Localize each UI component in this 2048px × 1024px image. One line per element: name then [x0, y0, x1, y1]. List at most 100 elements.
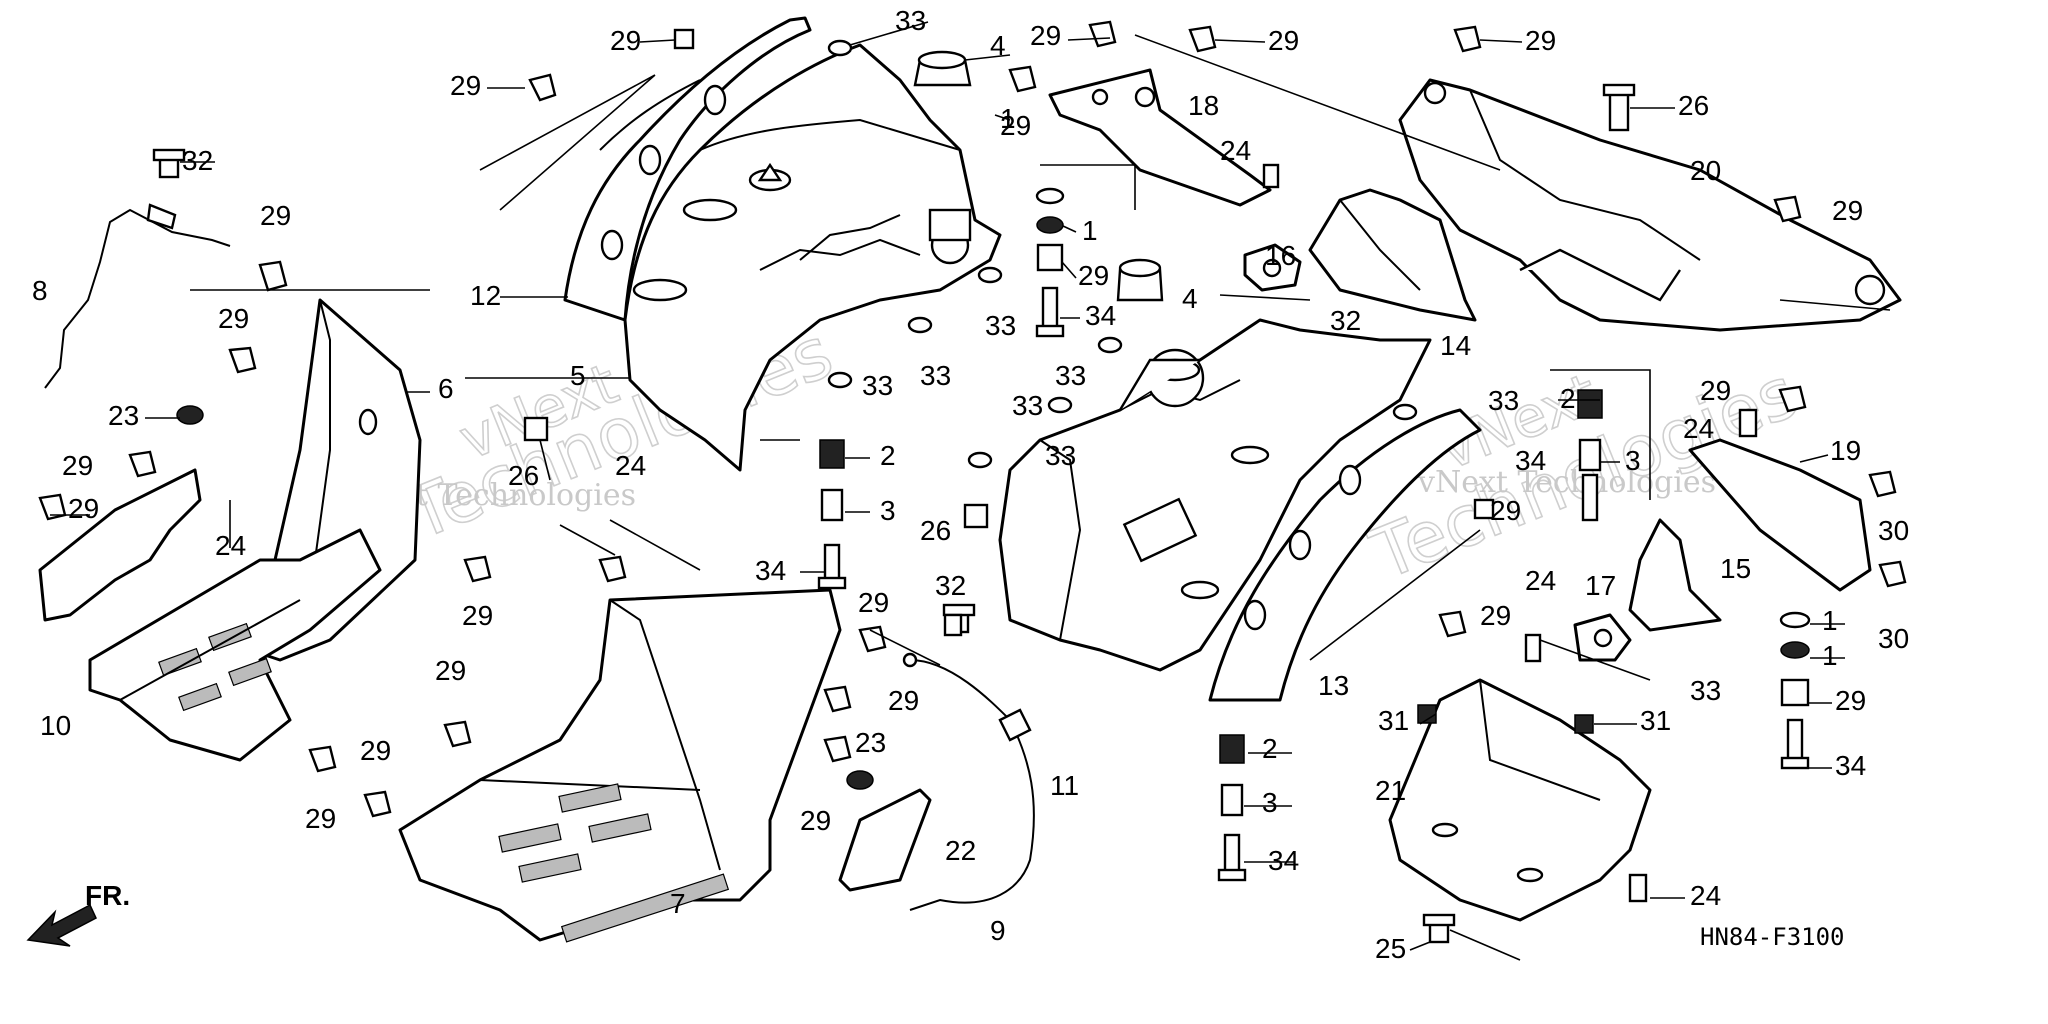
callout-29: 29 — [1832, 195, 1863, 226]
callout-29: 29 — [1525, 25, 1556, 56]
callout-leaders — [50, 21, 1845, 951]
callout-25: 25 — [1375, 933, 1406, 964]
figure-code: HN84-F3100 — [1700, 923, 1845, 951]
callout-24: 24 — [615, 450, 646, 481]
cover-14 — [1308, 188, 1477, 322]
mudflap-left — [38, 468, 202, 622]
fender-13 — [1208, 408, 1482, 702]
cover-22 — [838, 788, 932, 892]
callout-24: 24 — [1220, 135, 1251, 166]
direction-label: FR. — [85, 880, 130, 911]
inner-fender-9 — [998, 318, 1432, 672]
callout-1: 1 — [1082, 215, 1098, 246]
callout-27: 29 — [1078, 260, 1109, 291]
inner-fender-5 — [623, 43, 1002, 472]
callout-17: 17 — [1585, 570, 1616, 601]
callout-29: 29 — [800, 805, 831, 836]
callout-29: 29 — [888, 685, 919, 716]
callout-6: 6 — [438, 373, 454, 404]
callout-10: 8 — [32, 275, 48, 306]
callout-3: 3 — [880, 495, 896, 526]
callout-29: 29 — [218, 303, 249, 334]
callout-29: 29 — [1268, 25, 1299, 56]
callout-33: 33 — [1045, 440, 1076, 471]
callout-32: 32 — [1330, 305, 1361, 336]
callout-9: 11 — [1050, 770, 1079, 801]
callout-11: 9 — [990, 915, 1006, 946]
callout-2: 2 — [1262, 733, 1278, 764]
callout-29: 30 — [1878, 623, 1909, 654]
stay-rod-10 — [44, 203, 231, 389]
footrest-8 — [88, 528, 382, 762]
callout-28: 29 — [610, 25, 641, 56]
callout-29: 29 — [62, 450, 93, 481]
callout-29: 29 — [260, 200, 291, 231]
callout-34: 34 — [1085, 300, 1116, 331]
bracket-17 — [1573, 613, 1632, 662]
front-direction-arrow: FR. — [26, 880, 130, 947]
callout-34: 34 — [1835, 750, 1866, 781]
callout-29: 30 — [1878, 515, 1909, 546]
callout-16: 16 — [1265, 240, 1296, 271]
callout-33: 33 — [985, 310, 1016, 341]
callout-31: 32 — [182, 145, 213, 176]
callout-30: 31 — [1378, 705, 1409, 736]
callout-29: 29 — [1030, 20, 1061, 51]
callout-29: 29 — [1000, 110, 1031, 141]
callout-3: 3 — [1625, 445, 1641, 476]
callout-23: 23 — [855, 727, 886, 758]
callout-28: 29 — [1490, 495, 1521, 526]
callout-29: 29 — [1480, 600, 1511, 631]
fender-12 — [563, 16, 812, 322]
callout-34: 34 — [755, 555, 786, 586]
leader-lines — [190, 34, 1891, 961]
bracket-18 — [1048, 68, 1272, 207]
bracket-16 — [1243, 243, 1302, 292]
callout-33: 33 — [1012, 390, 1043, 421]
callout-2: 2 — [880, 440, 896, 471]
callout-24: 24 — [1683, 413, 1714, 444]
footrest-7 — [398, 588, 842, 943]
bracket-19 — [1688, 438, 1872, 592]
callout-34: 34 — [1515, 445, 1546, 476]
callout-24: 24 — [1525, 565, 1556, 596]
callout-27: 29 — [1835, 685, 1866, 716]
callout-7: 7 — [670, 888, 686, 919]
bracket-15 — [1628, 518, 1722, 632]
callout-29: 29 — [435, 655, 466, 686]
skid-21 — [1388, 678, 1652, 922]
callout-33: 33 — [862, 370, 893, 401]
callout-29: 29 — [462, 600, 493, 631]
callout-31: 32 — [935, 570, 966, 601]
watermark-text: vNext Technologies — [1417, 465, 1716, 500]
callout-4: 4 — [1182, 283, 1198, 314]
callout-33: 33 — [895, 5, 926, 36]
callout-19: 19 — [1830, 435, 1861, 466]
carrier-20 — [1398, 78, 1902, 332]
callout-26: 26 — [1678, 90, 1709, 121]
callout-33: 33 — [1055, 360, 1086, 391]
callout-4: 4 — [990, 30, 1006, 61]
callout-2: 2 — [1560, 383, 1576, 414]
callout-29: 29 — [305, 803, 336, 834]
callout-15: 15 — [1720, 553, 1751, 584]
callout-33: 33 — [1488, 385, 1519, 416]
callout-33: 33 — [920, 360, 951, 391]
callout-1: 1 — [1822, 640, 1838, 671]
callout-23: 23 — [108, 400, 139, 431]
callout-13: 13 — [1318, 670, 1349, 701]
callout-29: 29 — [1700, 375, 1731, 406]
callout-22: 22 — [945, 835, 976, 866]
callout-12: 12 — [470, 280, 501, 311]
callout-29: 29 — [450, 70, 481, 101]
callout-29: 29 — [858, 587, 889, 618]
cable-11 — [902, 652, 1035, 911]
callout-29: 29 — [360, 735, 391, 766]
callout-1: 1 — [1000, 103, 1016, 134]
callout-26: 26 — [508, 460, 539, 491]
callout-21: 21 — [1375, 775, 1406, 806]
callout-20: 20 — [1690, 155, 1721, 186]
callout-5: 5 — [570, 360, 586, 391]
callout-30: 31 — [1640, 705, 1671, 736]
